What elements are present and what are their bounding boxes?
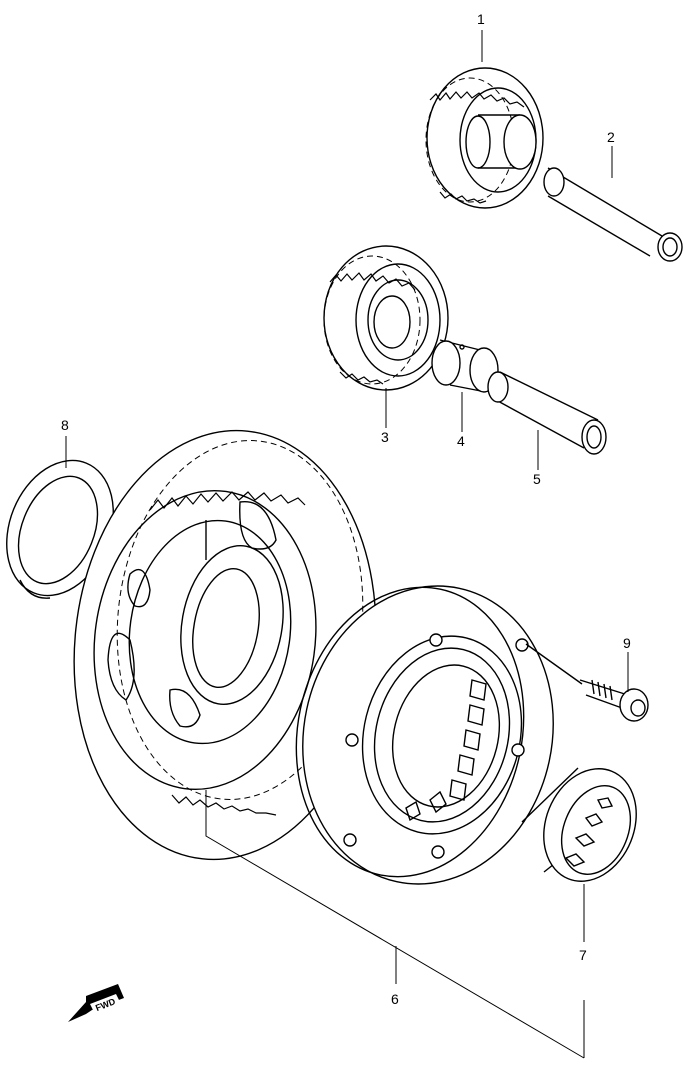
part-1-idle-gear: [425, 67, 544, 209]
callout-2: 2: [607, 129, 615, 145]
leader-lines: [65, 30, 629, 1059]
part-5-shaft: [487, 371, 607, 455]
callout-5: 5: [533, 471, 541, 487]
callout-labels: 1 2 3 4 5 6 7 8 9: [61, 11, 631, 1007]
callout-3: 3: [381, 429, 389, 445]
callout-1: 1: [477, 11, 485, 27]
part-7-needle-bearing: [521, 767, 637, 882]
part-3-intermediate-gear: [323, 245, 449, 391]
part-6-one-way-clutch-housing: [295, 585, 554, 885]
fwd-arrow-icon: FWD: [68, 984, 124, 1022]
callout-9: 9: [623, 635, 631, 651]
callout-4: 4: [457, 433, 465, 449]
callout-8: 8: [61, 417, 69, 433]
part-9-bolt: [525, 643, 649, 722]
callout-7: 7: [579, 947, 587, 963]
part-2-shaft: [543, 167, 683, 262]
part-6-starter-clutch-gear: [73, 429, 377, 861]
callout-6: 6: [391, 991, 399, 1007]
part-8-washer: [6, 459, 114, 599]
